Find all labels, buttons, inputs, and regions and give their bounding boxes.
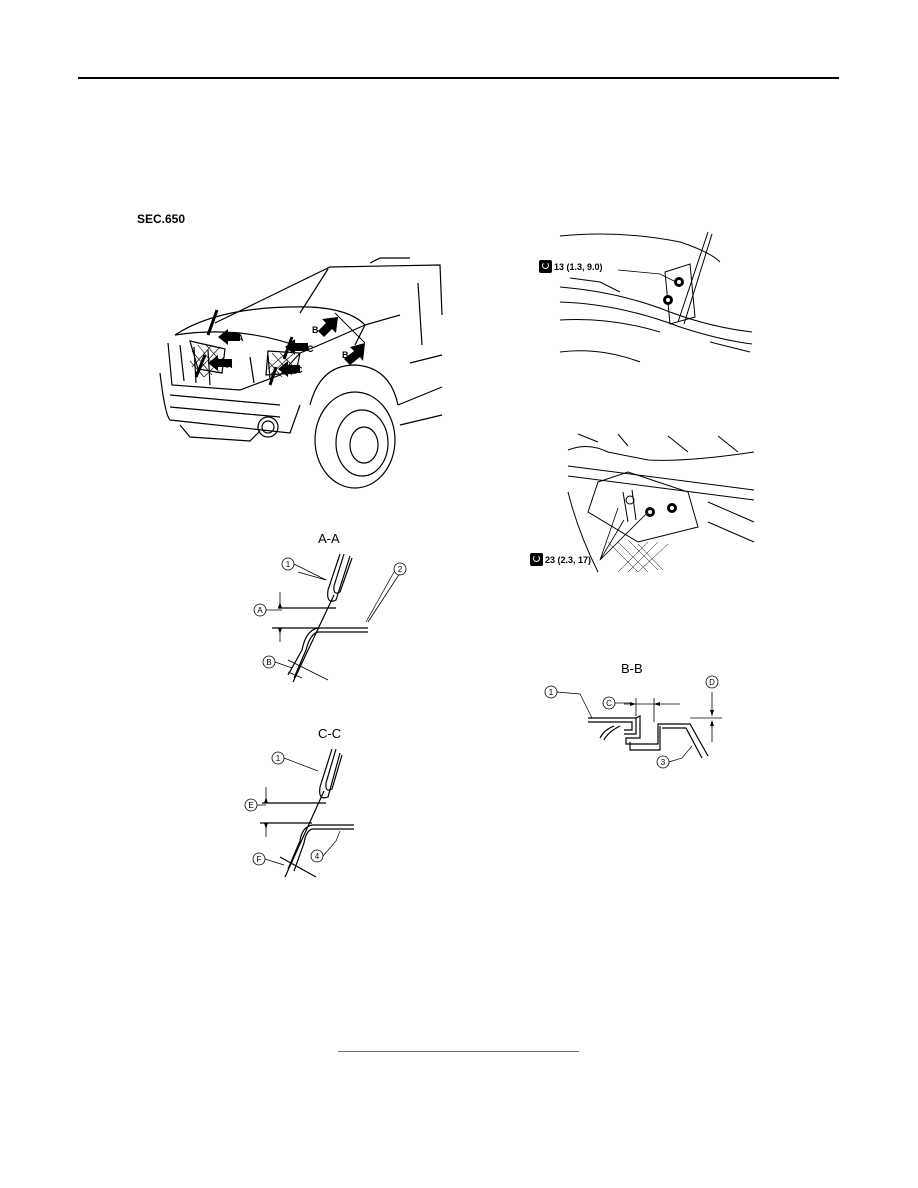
section-cc-title: C-C — [318, 726, 342, 741]
section-aa-callouts: 1 2 A B — [248, 550, 418, 690]
section-aa-title: A-A — [318, 531, 340, 546]
cc-callout-part4: 4 — [315, 852, 320, 861]
bb-callout-part3: 3 — [661, 758, 666, 767]
arrow-label-a-upper: A — [237, 333, 244, 343]
hood-hinge-illustration — [559, 231, 753, 375]
arrow-label-b-upper: B — [312, 325, 319, 335]
aa-callout-part2: 2 — [398, 565, 403, 574]
hinge-torque-spec: 13 (1.3, 9.0) — [539, 260, 606, 273]
section-bb-title: B-B — [621, 661, 643, 676]
section-cc-callouts: 1 4 E F — [240, 745, 360, 885]
arrow-label-c-lower: C — [296, 365, 303, 375]
aa-callout-dimA: A — [257, 606, 263, 615]
bb-callout-part1: 1 — [549, 688, 554, 697]
bb-callout-dimC: C — [606, 699, 612, 708]
arrow-label-b-lower: B — [342, 350, 349, 360]
torque-wrench-icon — [539, 260, 552, 273]
arrow-label-c-upper: C — [307, 344, 314, 354]
aa-callout-dimB: B — [266, 658, 271, 667]
lock-leader-lines — [599, 507, 649, 561]
hood-lock-illustration — [567, 432, 755, 573]
arrow-label-a-lower: A — [226, 360, 233, 370]
section-aa-diagram — [248, 550, 403, 690]
hinge-torque-value: 13 (1.3, 9.0) — [554, 262, 603, 272]
bottom-link-underline[interactable] — [338, 1051, 579, 1052]
cc-callout-dimF: F — [257, 855, 262, 864]
header-rule — [78, 77, 839, 79]
lock-torque-value: 23 (2.3, 17) — [545, 555, 592, 565]
aa-callout-part2-circle — [393, 562, 407, 576]
cc-callout-dimE: E — [248, 801, 253, 810]
aa-callout-part1: 1 — [286, 560, 291, 569]
section-bb-callouts: 1 3 C D — [540, 675, 730, 776]
cc-callout-part1: 1 — [276, 754, 281, 763]
vehicle-front-illustration: A A B B C C — [150, 255, 450, 495]
lock-torque-spec: 23 (2.3, 17) — [530, 553, 591, 566]
torque-wrench-icon — [530, 553, 543, 566]
section-cc-diagram — [240, 745, 370, 885]
section-bb-diagram — [540, 676, 730, 776]
section-code: SEC.650 — [137, 212, 186, 226]
bb-callout-dimD: D — [709, 678, 715, 687]
